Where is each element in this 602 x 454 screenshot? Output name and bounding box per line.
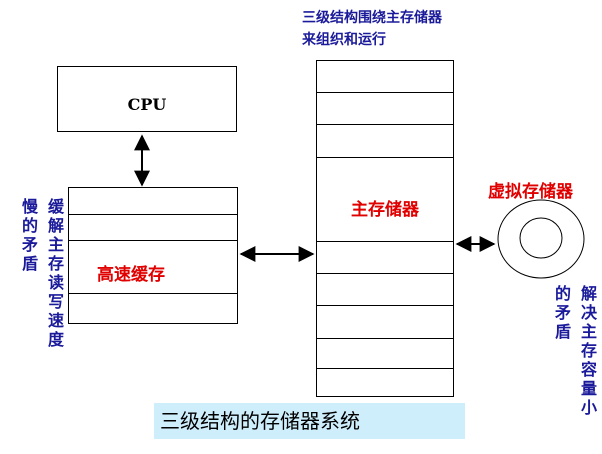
top-note-line-2: 来组织和运行 (302, 32, 386, 48)
left-note-col2: 缓解主存读写速度 (47, 197, 64, 349)
cpu-box: CPU (57, 66, 237, 132)
cache-label: 高速缓存 (97, 265, 165, 285)
top-note: 三级结构围绕主存储器 来组织和运行 (302, 7, 502, 51)
cache-box: 高速缓存 (68, 187, 238, 324)
top-note-line-1: 三级结构围绕主存储器 (302, 10, 442, 26)
main-memory-label: 主存储器 (351, 200, 419, 220)
virtual-memory-label: 虚拟存储器 (488, 182, 573, 202)
cpu-label: CPU (127, 95, 167, 114)
main-memory-box: 主存储器 (316, 60, 454, 397)
right-note-col1: 的矛盾 (554, 284, 571, 341)
right-note-col2: 解决主存容量小 (580, 284, 597, 417)
left-note-col1: 慢的矛盾 (21, 197, 38, 273)
footer-title: 三级结构的存储器系统 (154, 403, 465, 439)
disk-icon (497, 199, 585, 279)
